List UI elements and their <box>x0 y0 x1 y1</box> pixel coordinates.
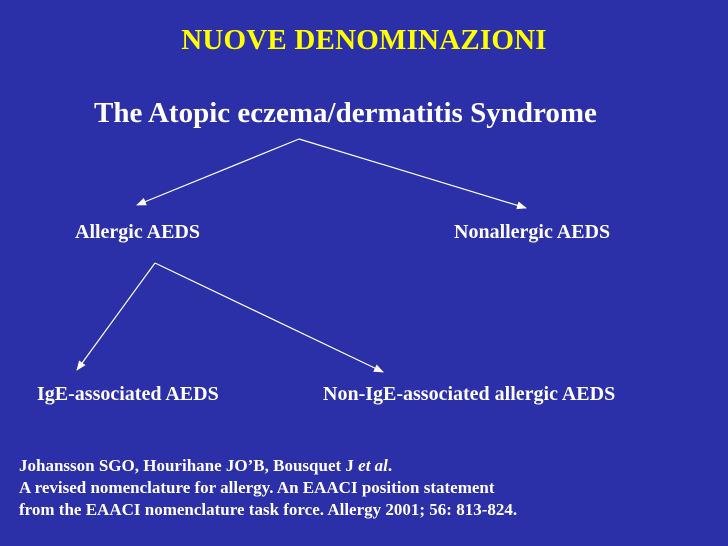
citation-period: . <box>387 456 393 475</box>
citation-authors: Johansson SGO, Hourihane JO’B, Bousquet … <box>19 456 359 475</box>
arrow-to-allergic <box>136 138 300 206</box>
citation-line-1: Johansson SGO, Hourihane JO’B, Bousquet … <box>19 455 517 477</box>
citation-et-al: et al <box>358 456 388 475</box>
citation-line-2: A revised nomenclature for allergy. An E… <box>19 478 495 497</box>
slide-subtitle: The Atopic eczema/dermatitis Syndrome <box>94 97 597 129</box>
citation-line-3: from the EAACI nomenclature task force. … <box>19 500 518 519</box>
node-non-ige-associated-aeds: Non-IgE-associated allergic AEDS <box>323 383 616 405</box>
node-nonallergic-aeds: Nonallergic AEDS <box>454 221 611 243</box>
node-allergic-aeds: Allergic AEDS <box>75 221 200 243</box>
arrow-to-nonallergic <box>298 138 527 210</box>
citation: Johansson SGO, Hourihane JO’B, Bousquet … <box>19 455 517 521</box>
slide-title: NUOVE DENOMINAZIONI <box>181 24 547 56</box>
node-ige-associated-aeds: IgE-associated AEDS <box>37 383 219 405</box>
arrow-to-nonige <box>154 262 384 373</box>
arrow-to-ige <box>76 262 156 371</box>
